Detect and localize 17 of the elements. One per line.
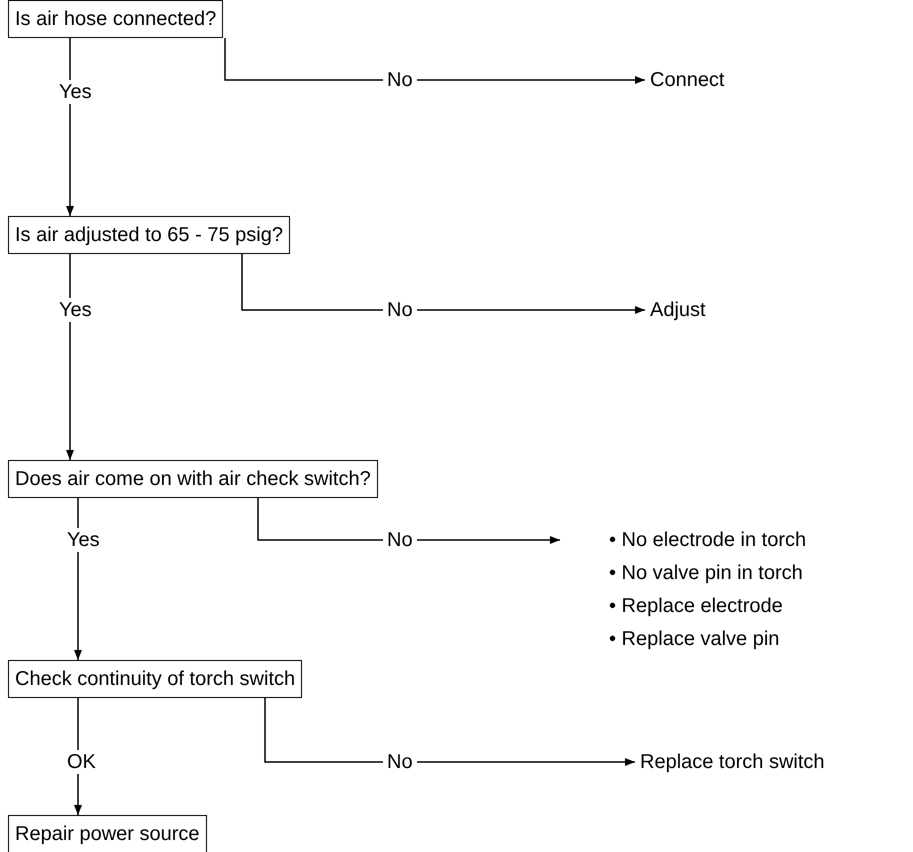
action-text: Replace torch switch [640, 750, 825, 774]
list-item: • No electrode in torch [609, 528, 806, 552]
list-item: • No valve pin in torch [609, 561, 804, 585]
process-box: Is air hose connected? [8, 0, 224, 38]
arrow [224, 38, 645, 84]
arrow [66, 254, 74, 460]
list-item: • Replace electrode [609, 594, 784, 618]
arrow [257, 498, 560, 544]
process-box: Does air come on with air check switch? [8, 460, 378, 498]
process-box: Repair power source [8, 815, 207, 852]
process-box: Is air adjusted to 65 - 75 psig? [8, 216, 290, 254]
action-text: Connect [650, 68, 724, 92]
arrow [241, 254, 645, 314]
action-text: Adjust [650, 298, 706, 322]
arrow [264, 698, 635, 766]
process-box: Check continuity of torch switch [8, 660, 302, 698]
list-item: • Replace valve pin [609, 627, 780, 651]
